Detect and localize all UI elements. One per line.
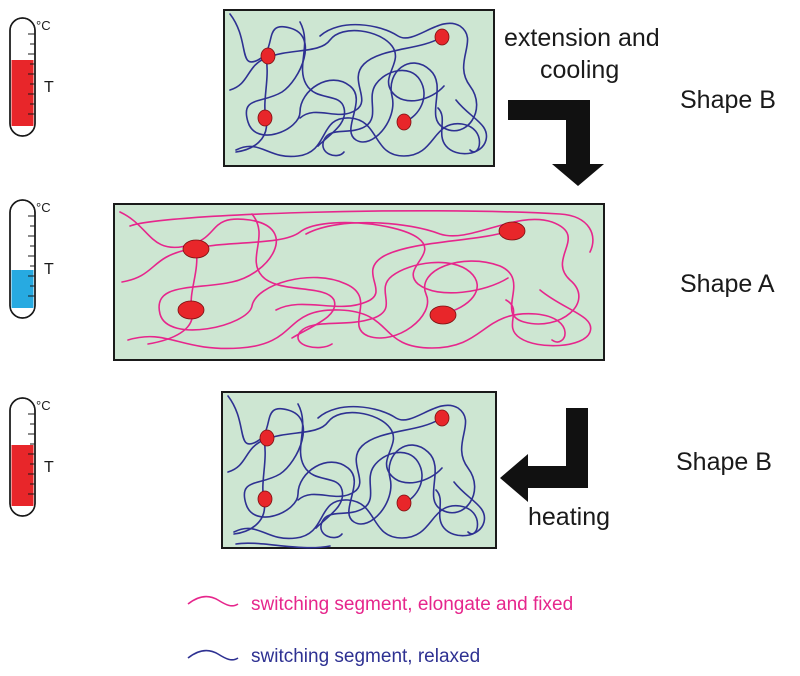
thermometer-1-fill bbox=[11, 60, 34, 126]
thermometer-3-fill bbox=[11, 445, 34, 506]
crosslink-node bbox=[434, 409, 450, 427]
shape-label-middle: Shape A bbox=[680, 270, 775, 298]
crosslink-node bbox=[260, 47, 276, 65]
thermometer-3-unit: °C bbox=[36, 398, 51, 413]
legend: switching segment, elongate and fixed sw… bbox=[187, 594, 573, 667]
step-label-cooling: cooling bbox=[540, 56, 619, 84]
thermometer-1-t-label: T bbox=[44, 79, 54, 96]
crosslink-node bbox=[434, 28, 450, 46]
shape-label-bottom: Shape B bbox=[676, 448, 772, 476]
crosslink-node bbox=[498, 221, 526, 241]
crosslink-node bbox=[429, 305, 457, 325]
crosslink-node bbox=[257, 109, 273, 127]
step-label-extension: extension and bbox=[504, 24, 660, 52]
crosslink-node bbox=[396, 494, 412, 512]
crosslink-node bbox=[257, 490, 273, 508]
thermometer-2-unit: °C bbox=[36, 200, 51, 215]
thermometer-1-unit: °C bbox=[36, 18, 51, 33]
thermometer-2-t-label: T bbox=[44, 261, 54, 278]
panel-3-background bbox=[221, 391, 497, 549]
crosslinks-panel-1 bbox=[257, 28, 450, 131]
crosslink-node bbox=[177, 300, 205, 320]
thermometer-2: °C T bbox=[9, 199, 54, 319]
panel-shape-a bbox=[113, 203, 605, 361]
panel-shape-b-bottom bbox=[221, 391, 497, 549]
extension-cooling-arrow bbox=[508, 100, 604, 186]
crosslink-node bbox=[396, 113, 412, 131]
legend-swatch-elongated bbox=[187, 595, 239, 607]
shape-label-top: Shape B bbox=[680, 86, 776, 114]
crosslinks-panel-2 bbox=[177, 221, 526, 325]
heating-arrow bbox=[500, 408, 588, 502]
legend-label-elongated: switching segment, elongate and fixed bbox=[251, 594, 573, 615]
thermometer-3-t-label: T bbox=[44, 459, 54, 476]
crosslink-node bbox=[182, 239, 210, 259]
legend-label-relaxed: switching segment, relaxed bbox=[251, 646, 480, 667]
thermometer-3: °C T bbox=[9, 397, 54, 517]
crosslink-node bbox=[259, 429, 275, 447]
panel-shape-b-top bbox=[223, 9, 495, 167]
crosslinks-panel-3 bbox=[257, 409, 450, 512]
step-label-heating: heating bbox=[528, 503, 610, 531]
panel-2-background bbox=[113, 203, 605, 361]
thermometer-2-fill bbox=[11, 270, 34, 308]
thermometer-1: °C T bbox=[9, 17, 54, 137]
legend-swatch-relaxed bbox=[187, 649, 239, 661]
